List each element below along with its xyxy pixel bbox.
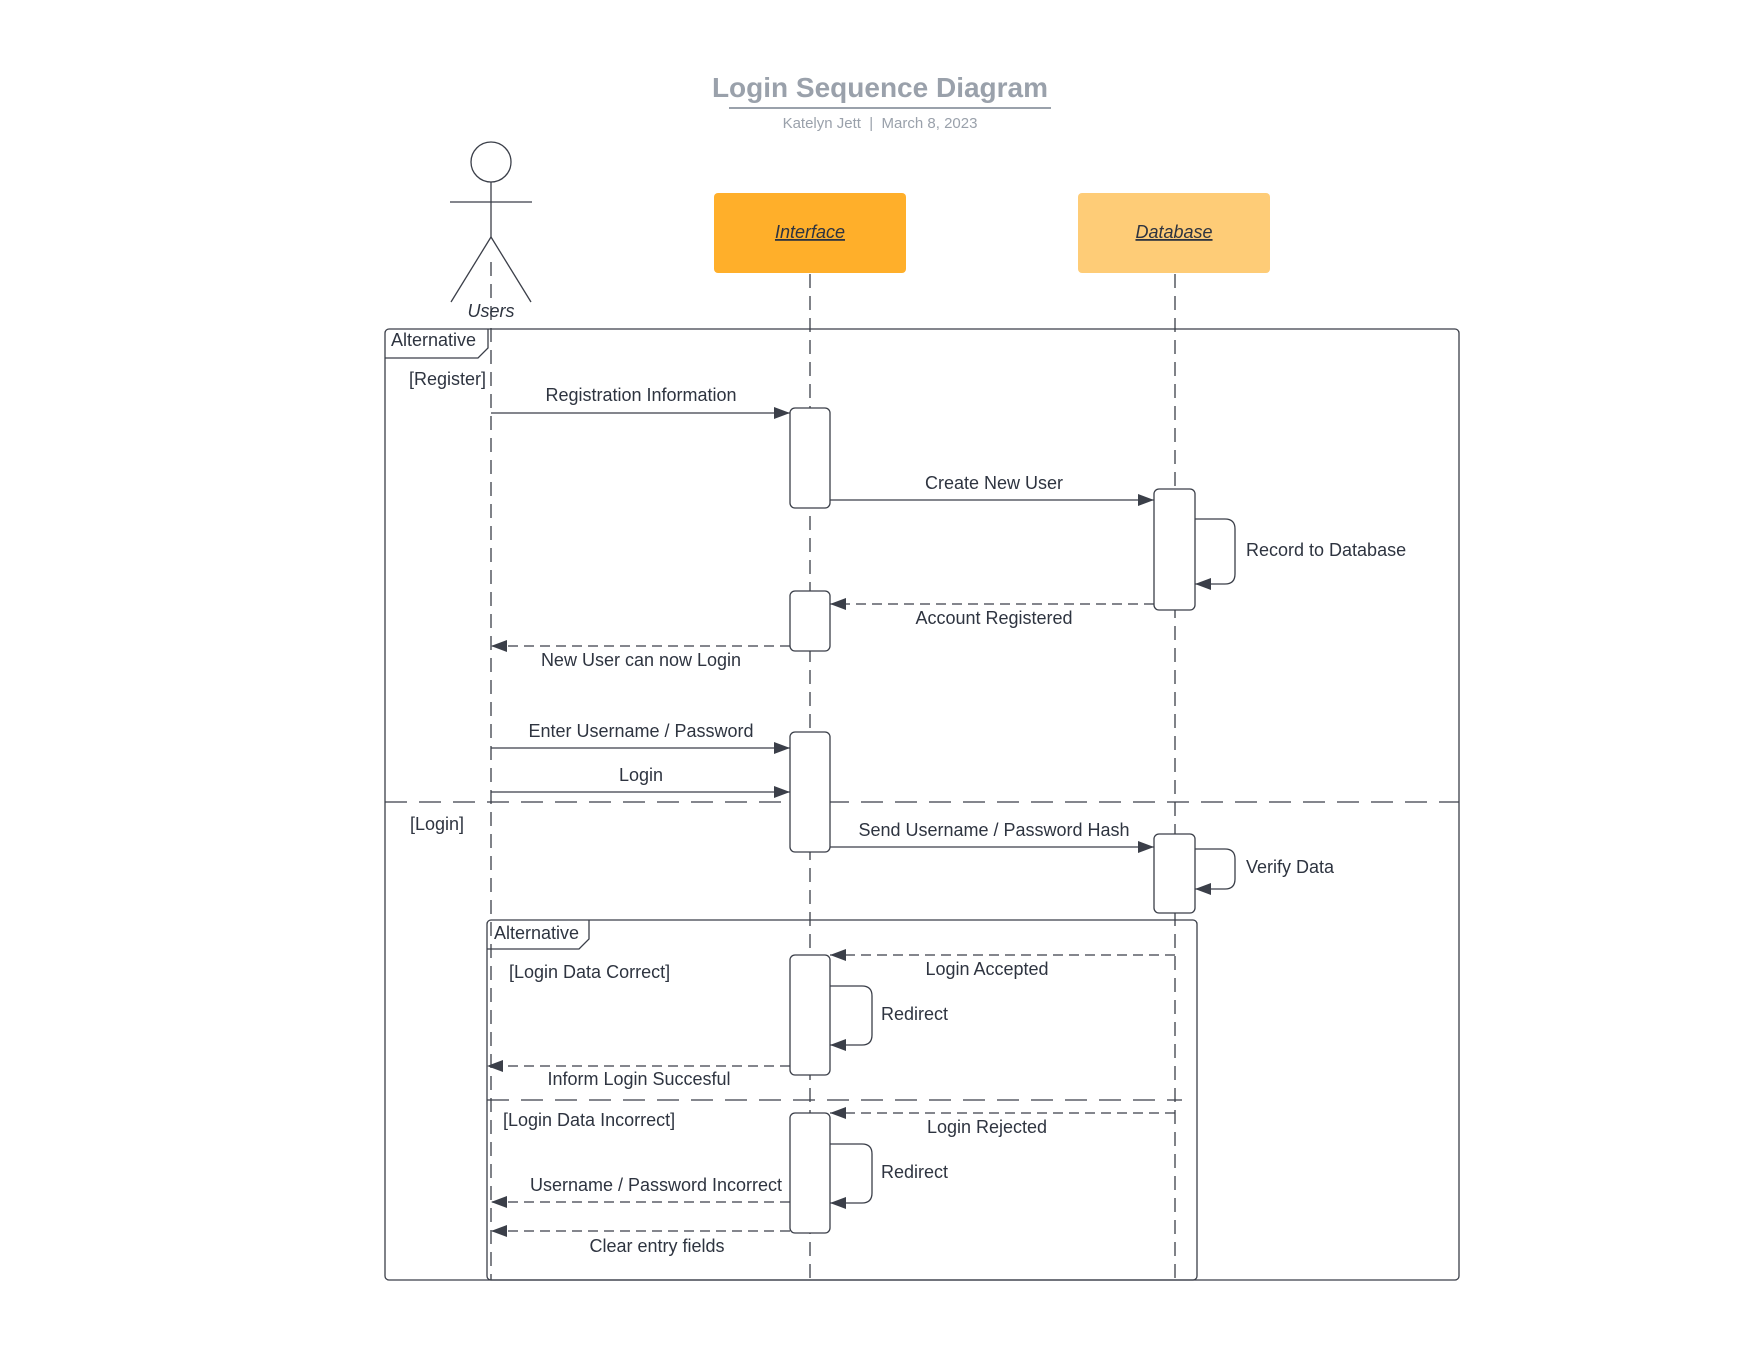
inner-alternative-frame: Alternative [Login Data Correct] [Login … (486, 919, 1198, 1281)
author: Katelyn Jett (782, 115, 861, 132)
interface-box (714, 193, 906, 273)
inner-frame-label: Alternative (494, 923, 579, 943)
users-actor: Users (450, 141, 532, 321)
self-message-arrow (830, 1143, 873, 1209)
activation-bar (789, 590, 831, 652)
msg-login-accepted: Login Accepted (925, 959, 1048, 979)
diagram-title: Login Sequence Diagram (711, 72, 1049, 103)
msg-verify-data: Verify Data (1246, 857, 1335, 877)
msg-registration-information: Registration Information (545, 385, 736, 405)
activation-bar (789, 407, 831, 509)
msg-inform-login-succesful: Inform Login Succesful (547, 1069, 730, 1089)
outer-alternative-frame: Alternative [Register] [Login] (384, 328, 1460, 1281)
database-label: Database (1135, 222, 1212, 242)
activation-bar (789, 731, 831, 853)
activation-bar (1153, 833, 1196, 914)
stick-figure-icon (450, 141, 532, 303)
subtitle-separator: | (869, 115, 874, 132)
msg-clear-entry-fields: Clear entry fields (589, 1236, 724, 1256)
activation-bar (789, 954, 831, 1076)
msg-redirect-1: Redirect (881, 1004, 948, 1024)
msg-login-rejected: Login Rejected (927, 1117, 1047, 1137)
msg-enter-username-password: Enter Username / Password (528, 721, 753, 741)
guard-login-data-correct: [Login Data Correct] (509, 962, 670, 982)
msg-send-username-password-hash: Send Username / Password Hash (858, 820, 1129, 840)
database-participant: Database (1078, 193, 1270, 273)
database-box (1078, 193, 1270, 273)
activation-bar (789, 1112, 831, 1234)
self-message-arrow (830, 985, 873, 1051)
msg-create-new-user: Create New User (925, 473, 1063, 493)
date: March 8, 2023 (881, 115, 978, 132)
self-message-arrow (1195, 848, 1236, 895)
self-message-arrow (1195, 518, 1236, 590)
guard-login-data-incorrect: [Login Data Incorrect] (503, 1110, 675, 1130)
msg-new-user-can-login: New User can now Login (541, 650, 741, 670)
interface-label: Interface (775, 222, 845, 242)
msg-redirect-2: Redirect (881, 1162, 948, 1182)
title-underline (729, 107, 1051, 109)
interface-participant: Interface (714, 193, 906, 273)
msg-account-registered: Account Registered (915, 608, 1072, 628)
activation-bar (1153, 488, 1196, 611)
users-label: Users (467, 301, 514, 321)
msg-username-password-incorrect: Username / Password Incorrect (530, 1175, 782, 1195)
outer-frame-label: Alternative (391, 330, 476, 350)
guard-login: [Login] (410, 814, 464, 834)
msg-record-to-database: Record to Database (1246, 540, 1406, 560)
msg-login: Login (619, 765, 663, 785)
guard-register: [Register] (409, 369, 486, 389)
diagram-subtitle: Katelyn Jett | March 8, 2023 (0, 115, 1760, 132)
